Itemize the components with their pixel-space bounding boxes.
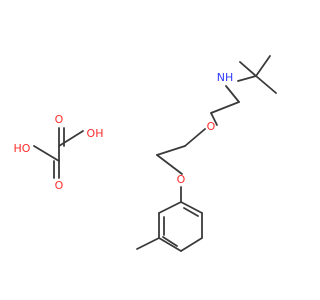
tert-butyl-to-n-bond (237, 75, 257, 82)
molecule-canvas: NH O O HO OH O O (13, 55, 277, 252)
oxalic-oh-label: OH (87, 127, 104, 140)
methyl-bond (136, 237, 160, 250)
ring-double-bond-2 (162, 236, 178, 247)
ch2-to-o-upper-bond (210, 112, 218, 126)
oxalic-right-carbon-to-oh-bond (58, 130, 84, 147)
ring-bond-3 (180, 237, 203, 252)
nitrogen-label: NH (217, 71, 234, 84)
oxalic-left-carbon-to-ho-bond (33, 145, 60, 162)
oxalic-ho-label: HO (14, 142, 31, 155)
oxalic-bottom-oxygen-label: O (55, 179, 64, 192)
ch2-ch2-lower-bond (156, 145, 186, 156)
tert-butyl-bond-3 (239, 61, 257, 77)
ring-bond-1 (180, 201, 203, 214)
oxalic-top-oxygen-label: O (55, 113, 64, 126)
lower-oxygen-label: O (177, 173, 186, 186)
tert-butyl-bond-1 (255, 55, 271, 77)
molecule-drawing: NH O O HO OH O O (14, 55, 277, 252)
main-molecule (136, 55, 277, 252)
tert-butyl-bond-2 (255, 75, 277, 94)
oxalic-acid (33, 127, 84, 179)
upper-oxygen-label: O (207, 120, 216, 133)
ch2-ch2-upper-bond (210, 101, 240, 114)
ch2-to-o-lower-bond (156, 154, 183, 175)
ring-bond-6 (158, 201, 182, 214)
ring-bond-4 (158, 237, 182, 252)
n-to-ch2-bond (225, 85, 240, 103)
o-upper-to-ch2-bond (184, 128, 206, 147)
ring-double-bond-1 (183, 207, 199, 217)
